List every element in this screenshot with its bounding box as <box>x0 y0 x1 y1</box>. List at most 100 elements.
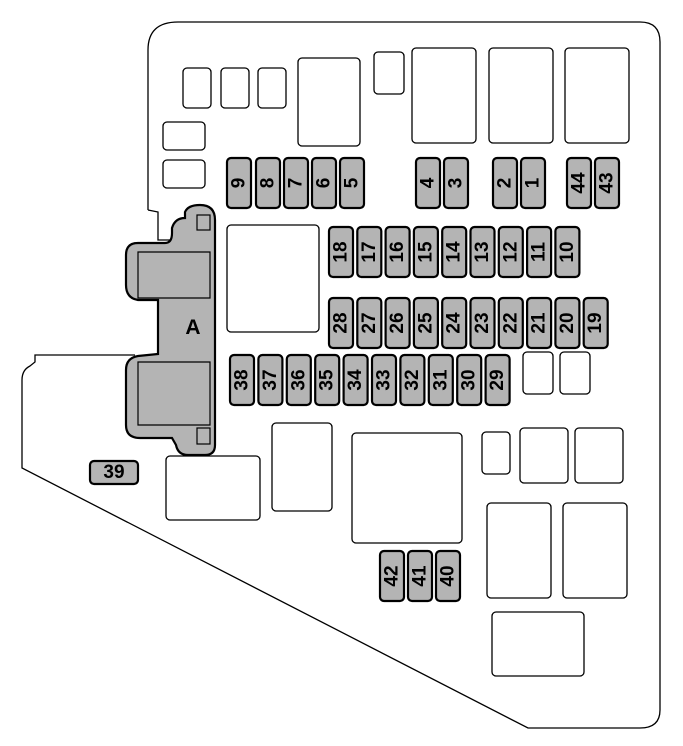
fuse-number: 44 <box>569 172 590 194</box>
fuse-number: 28 <box>331 312 352 333</box>
fuse-number: 14 <box>444 241 465 263</box>
fuse-number: 13 <box>472 241 493 262</box>
fuse-32[interactable]: 32 <box>399 353 426 407</box>
fuse-33[interactable]: 33 <box>370 353 398 407</box>
fuse-number: 12 <box>500 241 521 262</box>
fuse-15[interactable]: 15 <box>412 225 439 279</box>
relay-slot <box>351 432 463 544</box>
fuse-number: 42 <box>382 565 403 586</box>
fuse-35[interactable]: 35 <box>314 353 341 407</box>
relay-slot <box>162 159 206 189</box>
fuse-8[interactable]: 8 <box>254 156 282 210</box>
connector-a[interactable]: A <box>124 203 217 457</box>
fuse-number: 36 <box>288 369 309 390</box>
fuse-number: 43 <box>597 172 618 193</box>
fuse-number: 40 <box>438 565 459 586</box>
fuse-44[interactable]: 44 <box>565 156 593 210</box>
fuse-number: 23 <box>472 312 493 333</box>
relay-slot <box>373 51 405 95</box>
fuse-1[interactable]: 1 <box>519 156 547 210</box>
fuse-number: 32 <box>402 369 423 390</box>
fuse-20[interactable]: 20 <box>554 296 581 350</box>
fuse-7[interactable]: 7 <box>282 156 310 210</box>
fuse-4[interactable]: 4 <box>414 156 442 210</box>
fuse-number: 26 <box>387 312 408 333</box>
fuse-38[interactable]: 38 <box>228 353 256 407</box>
fuse-number: 7 <box>286 178 307 189</box>
fuse-9[interactable]: 9 <box>225 156 253 210</box>
fuse-6[interactable]: 6 <box>310 156 338 210</box>
relay-slot <box>519 427 569 484</box>
relay-slot <box>165 455 261 521</box>
fuse-number: 25 <box>415 312 436 334</box>
relay-slot <box>486 502 552 599</box>
fuse-number: 4 <box>418 177 439 188</box>
fuse-number: 34 <box>345 369 366 391</box>
fuse-42[interactable]: 42 <box>378 549 406 603</box>
relay-slot <box>220 67 250 109</box>
fuse-number: 22 <box>500 312 521 333</box>
fuse-43[interactable]: 43 <box>593 156 621 210</box>
fuse-23[interactable]: 23 <box>469 296 496 350</box>
relay-slot <box>162 121 206 151</box>
connector-a-body <box>124 203 217 457</box>
fuse-number: 15 <box>415 241 436 263</box>
fuse-37[interactable]: 37 <box>257 353 284 407</box>
fuse-number: 1 <box>523 177 544 188</box>
fuse-17[interactable]: 17 <box>356 225 383 279</box>
fuse-number: 3 <box>446 178 467 189</box>
fuse-31[interactable]: 31 <box>427 353 454 407</box>
fuse-number: 11 <box>529 242 550 263</box>
fuse-10[interactable]: 10 <box>554 225 581 279</box>
relay-slot <box>562 502 628 599</box>
fuse-number: 9 <box>229 178 250 189</box>
relay-slot <box>559 351 591 395</box>
fuse-number: 8 <box>258 178 279 189</box>
fuse-number: 10 <box>557 241 578 262</box>
fuse-34[interactable]: 34 <box>342 353 369 407</box>
fuse-box-outline <box>21 21 661 729</box>
fuse-26[interactable]: 26 <box>384 296 411 350</box>
fuse-number: 16 <box>387 241 408 262</box>
fuse-40[interactable]: 40 <box>434 549 462 603</box>
relay-slot <box>226 224 320 333</box>
fuse-30[interactable]: 30 <box>456 353 483 407</box>
fuse-19[interactable]: 19 <box>582 296 609 350</box>
fuse-16[interactable]: 16 <box>384 225 411 279</box>
fuse-29[interactable]: 29 <box>484 353 511 407</box>
fuse-11[interactable]: 11 <box>525 225 553 279</box>
fuse-18[interactable]: 18 <box>327 225 355 279</box>
fuse-3[interactable]: 3 <box>442 156 470 210</box>
fuse-36[interactable]: 36 <box>285 353 312 407</box>
fuse-22[interactable]: 22 <box>497 296 524 350</box>
fuse-27[interactable]: 27 <box>356 296 383 350</box>
fuse-28[interactable]: 28 <box>327 296 355 350</box>
relay-slot <box>257 67 287 109</box>
fuse-41[interactable]: 41 <box>406 549 434 603</box>
fuse-number: 37 <box>260 369 281 390</box>
fuse-24[interactable]: 24 <box>441 296 468 350</box>
fuse-number: 41 <box>410 565 431 587</box>
fuse-39[interactable]: 39 <box>88 459 140 486</box>
fuse-number: 24 <box>444 312 465 334</box>
relay-slot <box>182 67 212 109</box>
fuse-number: 5 <box>342 177 363 188</box>
connector-a-label: A <box>185 316 200 339</box>
relay-slot <box>411 47 477 144</box>
fuse-5[interactable]: 5 <box>338 156 366 210</box>
fuse-25[interactable]: 25 <box>412 296 439 350</box>
fuse-number: 39 <box>103 462 124 483</box>
fuse-number: 21 <box>529 312 550 334</box>
fuse-12[interactable]: 12 <box>497 225 524 279</box>
fuse-21[interactable]: 21 <box>525 296 553 350</box>
relay-slot <box>522 351 554 395</box>
fuse-number: 19 <box>585 312 606 333</box>
fuse-14[interactable]: 14 <box>441 225 468 279</box>
fuse-2[interactable]: 2 <box>491 156 519 210</box>
relay-slot <box>564 47 630 144</box>
fuse-13[interactable]: 13 <box>469 225 496 279</box>
fuse-number: 29 <box>487 369 508 390</box>
fuse-number: 17 <box>359 241 380 262</box>
fuse-number: 27 <box>359 312 380 333</box>
